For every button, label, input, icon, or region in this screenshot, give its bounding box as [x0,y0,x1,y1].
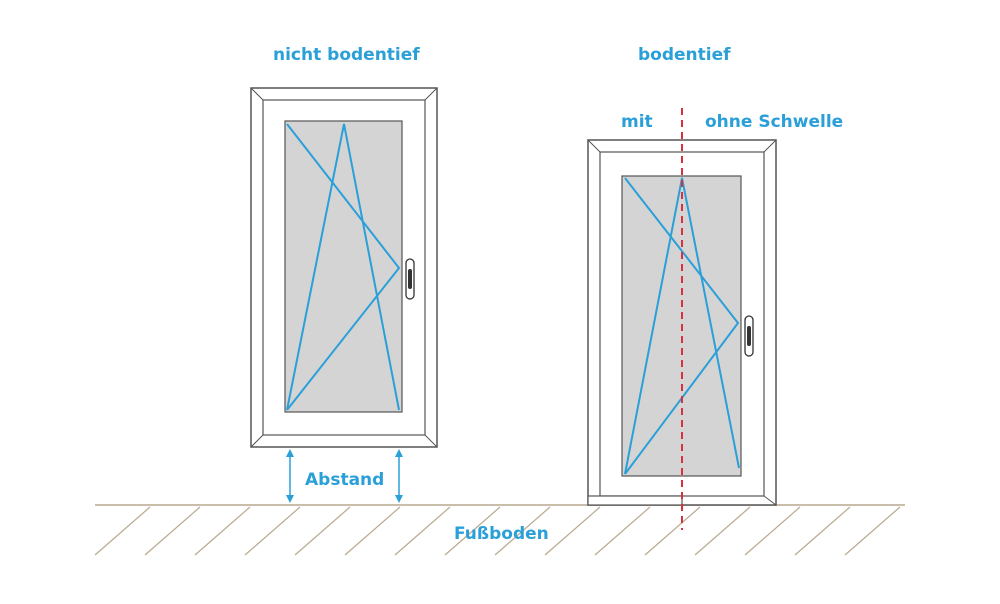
label-mit: mit [621,112,653,132]
hatch-line [844,506,901,556]
threshold [587,495,683,506]
turn-symbol [286,123,401,411]
hatch-line [644,506,701,556]
window-handle [744,315,754,357]
hatch-line [394,506,451,556]
hatch-line [144,506,201,556]
hatch-line [244,506,301,556]
hatch-line [344,506,401,556]
label-bodentief: bodentief [638,45,731,65]
tilt-symbol [286,123,400,411]
label-fussboden: Fußboden [454,524,549,544]
hatch-line [94,506,151,556]
hatch-line [494,506,551,556]
tilt-symbol [624,177,740,475]
distance-arrows [286,449,403,503]
hatch-line [694,506,751,556]
label-nicht-bodentief: nicht bodentief [273,45,420,65]
hatch-line [544,506,601,556]
floor-hatching [94,506,901,556]
hatch-line [594,506,651,556]
hatch-line [444,506,501,556]
window-not-floor-length [250,87,438,448]
hatch-line [794,506,851,556]
window-handle [405,258,415,300]
turn-symbol [624,177,740,475]
hatch-line [294,506,351,556]
label-abstand: Abstand [305,470,385,490]
label-ohne-schwelle: ohne Schwelle [705,112,844,132]
glass-pane [284,120,403,413]
hatch-line [744,506,801,556]
hatch-line [194,506,251,556]
